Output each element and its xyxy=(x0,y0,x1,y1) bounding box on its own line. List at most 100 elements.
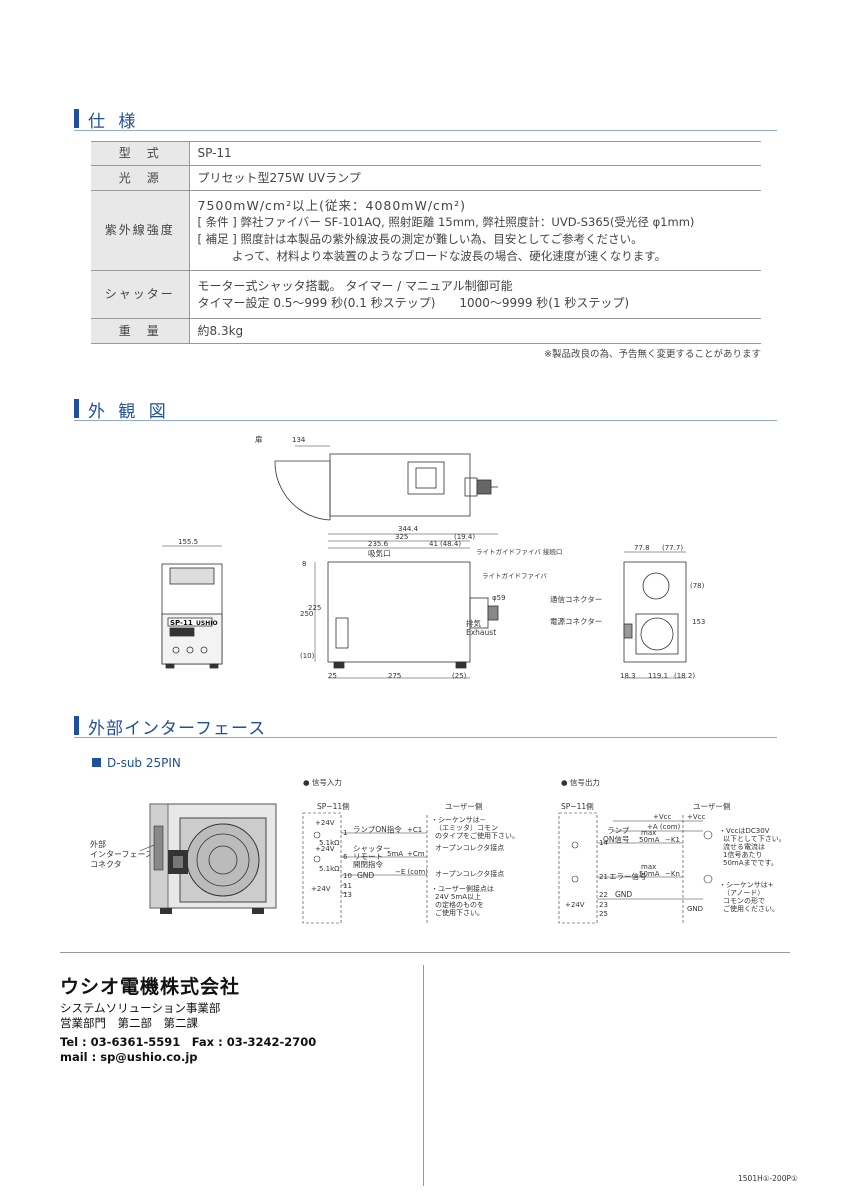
panel-brand: USHIO xyxy=(196,620,218,627)
cm: +Cm xyxy=(407,850,425,858)
photo-label-line: 外部 xyxy=(90,840,106,849)
company-dept: 営業部門 第二部 第二課 xyxy=(60,1016,198,1030)
v24b: +24V xyxy=(315,845,335,853)
input-signal-diagram: ● 信号入力 SP−11側 ユーザー側 +24V 5.1kΩ +24V 5.1k… xyxy=(302,777,519,925)
spec-value-block: モーター式シャッタ搭載。 タイマー / マニュアル制御可能 タイマー設定 0.5… xyxy=(189,270,761,319)
top-handle xyxy=(407,461,445,495)
v24: +24V xyxy=(565,901,585,909)
sig1: ランプON指令 xyxy=(353,824,402,834)
panel-model: SP-11 xyxy=(170,619,193,627)
dim-25b: (25) xyxy=(452,672,467,680)
note1b: （エミッタ）コモン xyxy=(435,823,498,832)
spec-row-lamp: 光 源 プリセット型275W UVランプ xyxy=(91,165,761,191)
note2d: ご使用ください。 xyxy=(723,904,779,913)
sig6b: リモート xyxy=(353,852,383,861)
footer-divider xyxy=(423,965,424,1186)
gnd: GND xyxy=(357,871,374,880)
lg-port-label: ライトガイドファイバ 接続口 xyxy=(476,547,562,556)
note1e: 50mAまでです。 xyxy=(723,859,778,867)
dim-1555: 155.5 xyxy=(178,538,198,546)
doc-code: 1501H①-200P① xyxy=(738,1174,798,1183)
spec-label: 重 量 xyxy=(91,318,190,344)
spec-value-line: よって、材料より本装置のようなブロードな波長の場合、硬化速度が速くなります。 xyxy=(197,248,667,263)
v24c: +24V xyxy=(311,885,331,893)
note1b: 以下として下さい。 xyxy=(723,835,786,843)
spec-value-line: [ 条件 ] 弊社ファイバー SF-101AQ, 照射距離 15mm, 弊社照度… xyxy=(197,214,695,229)
lamp2: ON信号 xyxy=(603,834,630,844)
spec-value: プリセット型275W UVランプ xyxy=(189,165,761,191)
p22: 22 xyxy=(599,891,608,899)
photo-label-line: コネクタ xyxy=(90,860,122,869)
spec-table: 型 式 SP-11 光 源 プリセット型275W UVランプ 紫外線強度 750… xyxy=(91,141,761,344)
spec-value-line: 7500mW/cm²以上(従来：4080mW/cm²) xyxy=(197,197,466,213)
footer-rule xyxy=(60,952,790,953)
dim-250: 250 xyxy=(300,610,313,618)
door-label: 扉 xyxy=(255,434,263,444)
note1a: ・VccはDC30V xyxy=(719,827,770,835)
ma2: 50mA xyxy=(639,870,660,878)
p21: 21 xyxy=(599,873,608,881)
comm-connector-label: 通信コネクター xyxy=(550,594,602,604)
p11: 11 xyxy=(343,882,352,890)
dim-778: 77.8 xyxy=(634,544,650,552)
exhaust-en: Exhaust xyxy=(466,628,496,637)
dim-153: 153 xyxy=(692,618,705,626)
note2c: の定格のものを xyxy=(435,900,484,909)
r1: 5.1kΩ xyxy=(319,839,340,847)
section-bar xyxy=(74,716,79,735)
p13: 13 xyxy=(343,891,352,899)
intake-grille xyxy=(335,617,349,649)
dim-182: (18.2) xyxy=(674,672,695,680)
input-header: ● 信号入力 xyxy=(303,777,342,787)
power-connector-label: 電源コネクター xyxy=(550,617,602,626)
dim-225: 225 xyxy=(308,604,321,612)
dim-2356: 235.6 xyxy=(368,540,389,548)
sp-side: SP−11側 xyxy=(317,801,350,811)
photo-label-line: インターフェース xyxy=(90,850,154,859)
dim-484: (48.4) xyxy=(440,540,461,548)
section-bar xyxy=(74,399,79,418)
gnd: GND xyxy=(615,890,632,899)
user-side: ユーザー側 xyxy=(445,801,482,811)
company-division: システムソリューション事業部 xyxy=(60,1001,221,1015)
spec-value-line: タイマー設定 0.5～999 秒(0.1 秒ステップ) 1000～9999 秒(… xyxy=(197,295,630,310)
square-icon xyxy=(92,758,101,767)
top-view xyxy=(274,445,498,521)
gnd2: GND xyxy=(687,905,703,913)
spec-label: シャッター xyxy=(91,270,190,319)
p14: 14 xyxy=(599,839,608,847)
vcc2: +Vcc xyxy=(687,813,706,821)
dim-325: 325 xyxy=(395,533,408,541)
max1: max xyxy=(641,829,656,837)
interface-title-text: 外部インターフェース xyxy=(88,719,267,739)
connector-photo xyxy=(140,803,277,914)
dim-134: 134 xyxy=(292,436,306,444)
v24a: +24V xyxy=(315,819,335,827)
p10: 10 xyxy=(343,872,352,880)
company-mail: mail : sp@ushio.co.jp xyxy=(60,1050,198,1064)
section-rule xyxy=(74,420,777,421)
dsub-connector-icon xyxy=(153,825,164,871)
dim-10: (10) xyxy=(300,652,315,660)
sig6a: シャッター xyxy=(353,844,391,853)
vcc: +Vcc xyxy=(653,813,672,821)
dim-41: 41 xyxy=(429,540,438,548)
err: エラー信号 xyxy=(609,871,647,881)
user-side: ユーザー側 xyxy=(693,801,730,811)
spec-label: 型 式 xyxy=(91,141,190,166)
fan-icon xyxy=(186,823,260,897)
spec-row-model: 型 式 SP-11 xyxy=(91,141,761,166)
note1d: 1信号あたり xyxy=(723,850,762,859)
spec-value-block: 7500mW/cm²以上(従来：4080mW/cm²) [ 条件 ] 弊社ファイ… xyxy=(189,190,761,271)
dim-275: 275 xyxy=(388,672,401,680)
spec-value-line: [ 補足 ] 照度計は本製品の紫外線波長の測定が難しい為、目安としてご参考くださ… xyxy=(197,231,643,246)
spec-note: ※製品改良の為、予告無く変更することがあります xyxy=(544,349,761,360)
c1: +C1 xyxy=(407,826,422,834)
section-rule xyxy=(74,737,777,738)
door-arc xyxy=(274,460,331,521)
front-view xyxy=(161,545,223,669)
connector-photo-label: 外部 インターフェース コネクタ xyxy=(90,840,153,870)
appearance-title-text: 外 観 図 xyxy=(88,402,170,422)
ma1: 50mA xyxy=(639,836,660,844)
p23: 23 xyxy=(599,901,608,909)
